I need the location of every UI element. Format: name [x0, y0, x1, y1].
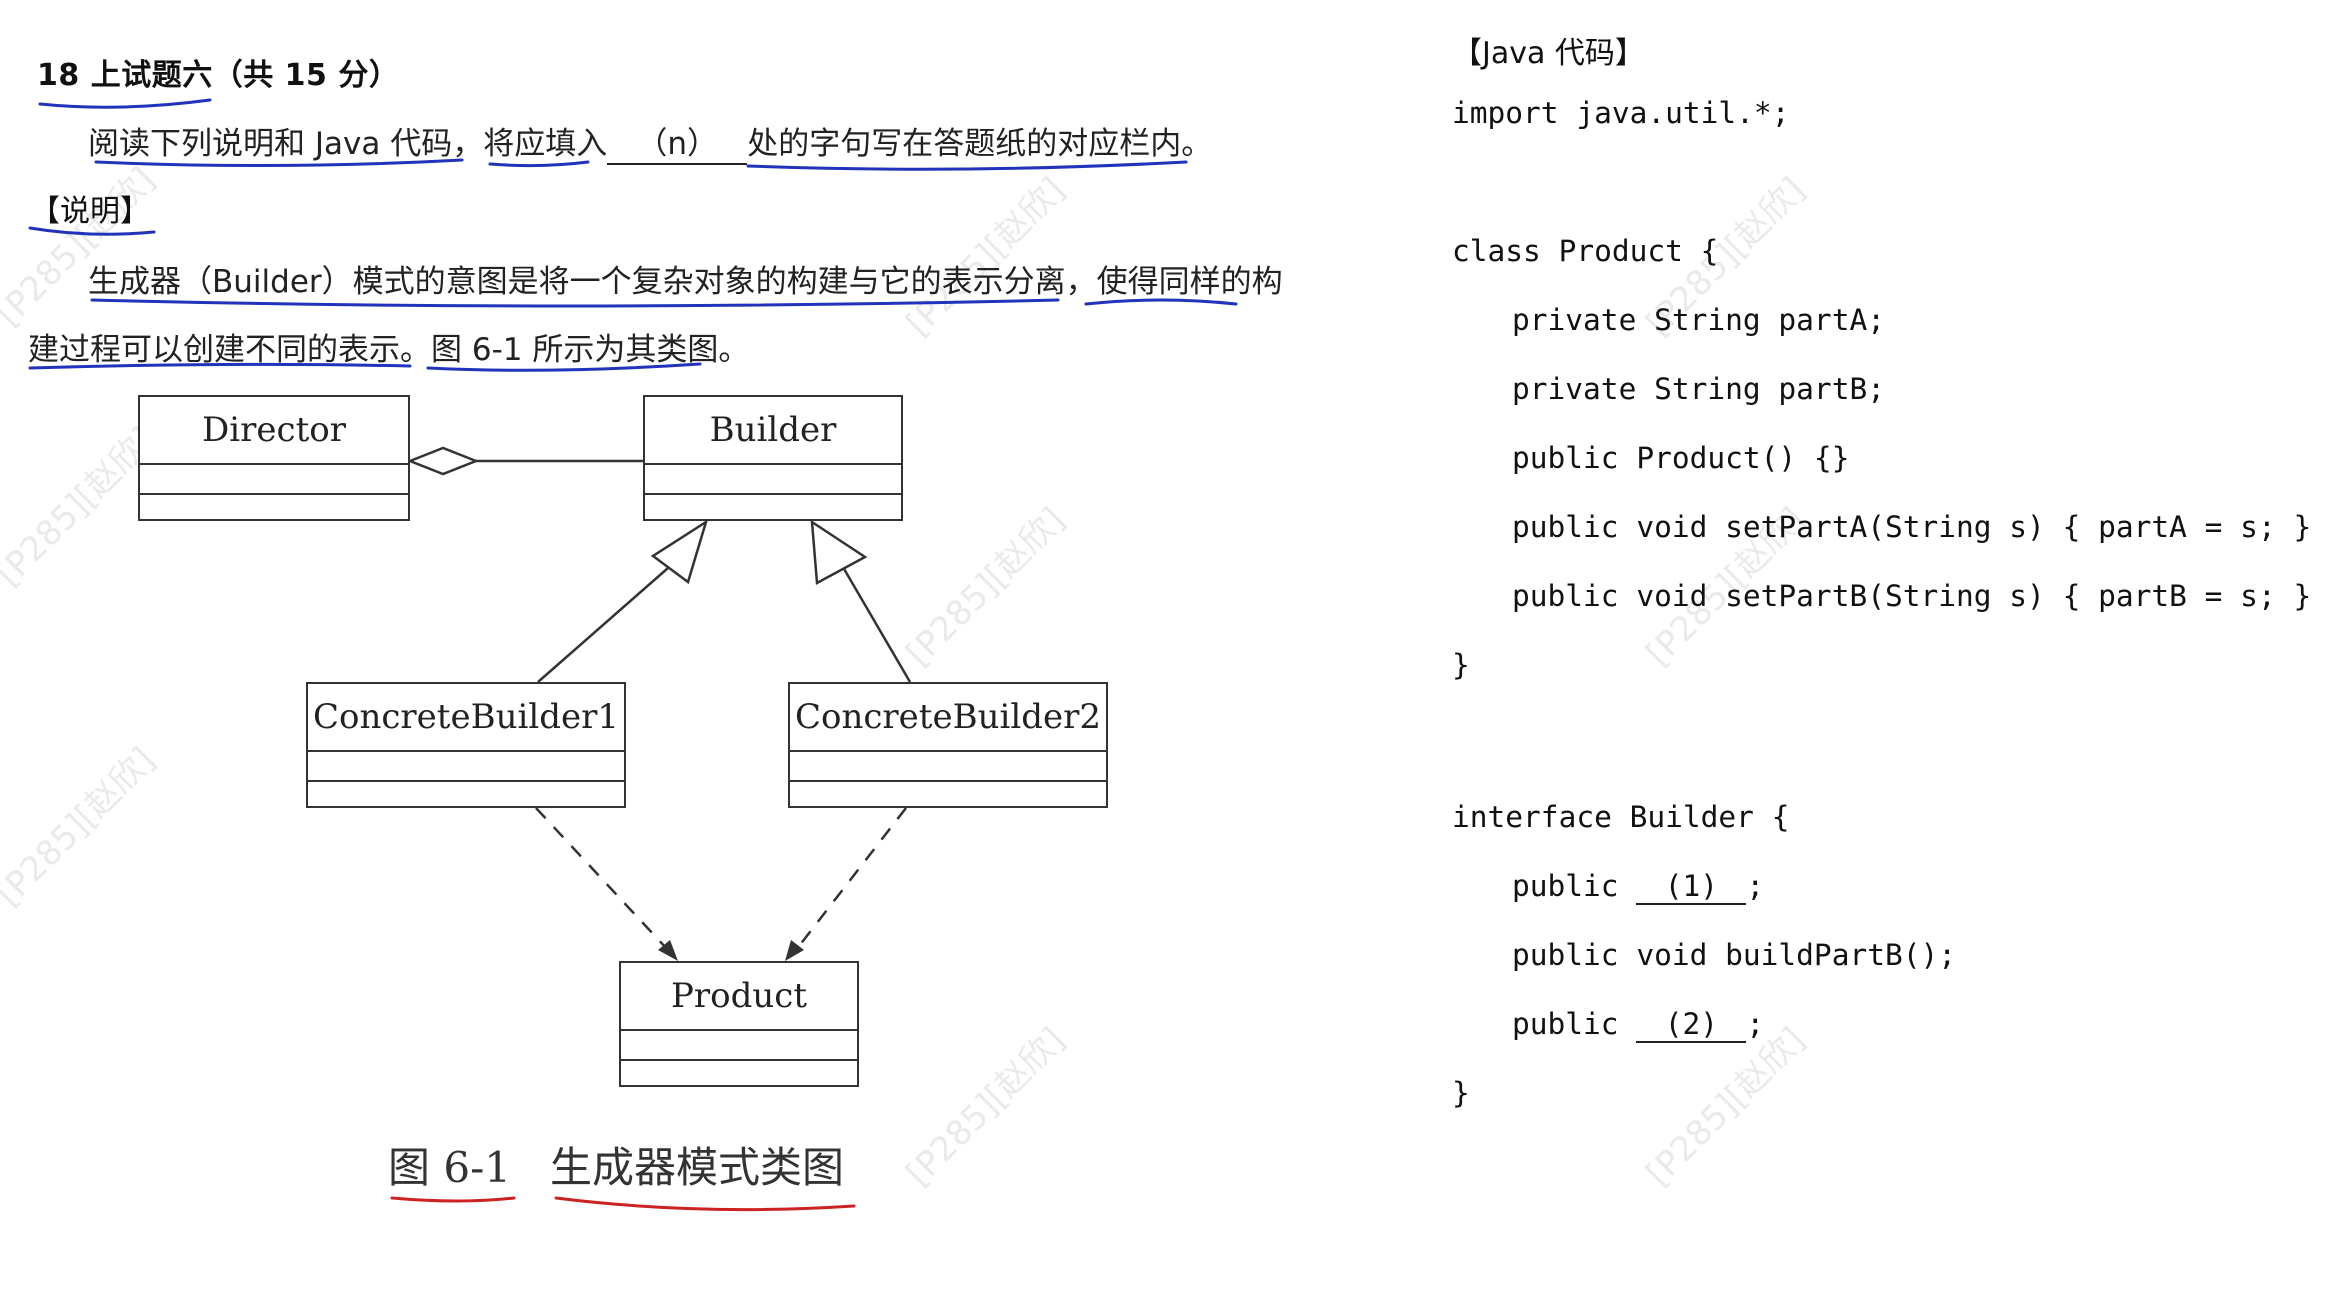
- underline-annotation: [28, 362, 412, 370]
- class-name: ConcreteBuilder1: [308, 684, 624, 752]
- figure-caption-text: 生成器模式类图: [550, 1143, 845, 1192]
- inheritance-arrow-icon: [650, 519, 709, 585]
- code-line-blank-1: public (1);: [1512, 869, 1764, 905]
- code-line: public Product() {}: [1512, 441, 1850, 475]
- attributes-compartment: [621, 1031, 857, 1061]
- inheritance-arrow-icon: [810, 519, 868, 586]
- attributes-compartment: [140, 465, 408, 495]
- question-title: 18 上试题六（共 15 分）: [37, 58, 400, 93]
- underline-annotation: [90, 298, 1060, 308]
- instruction-text-a: 阅读下列说明和 Java 代码，将应填入: [88, 126, 608, 162]
- class-name: ConcreteBuilder2: [790, 684, 1106, 752]
- code-line: public void setPartA(String s) { partA =…: [1512, 510, 2312, 544]
- code-line: public void setPartB(String s) { partB =…: [1512, 579, 2312, 613]
- uml-class-concretebuilder2: ConcreteBuilder2: [788, 682, 1108, 808]
- uml-class-director: Director: [138, 395, 410, 521]
- class-name: Director: [140, 397, 408, 465]
- attributes-compartment: [645, 465, 901, 495]
- uml-class-concretebuilder1: ConcreteBuilder1: [306, 682, 626, 808]
- answer-blank-n: （n）: [607, 118, 748, 165]
- underline-annotation: [488, 160, 590, 168]
- underline-annotation: [426, 362, 702, 372]
- aggregation-diamond-icon: [406, 446, 480, 476]
- uml-class-builder: Builder: [643, 395, 903, 521]
- dependency-arrow-icon: [658, 940, 678, 961]
- section-label-java-code: 【Java 代码】: [1452, 36, 1645, 71]
- attributes-compartment: [308, 752, 624, 782]
- underline-annotation: [38, 98, 212, 109]
- code-line: private String partB;: [1512, 372, 1885, 406]
- code-keyword: public: [1512, 869, 1619, 903]
- code-semicolon: ;: [1746, 1007, 1765, 1041]
- code-line: private String partA;: [1512, 303, 1885, 337]
- underline-annotation: [554, 1196, 856, 1212]
- underline-annotation: [94, 158, 464, 168]
- code-line: class Product {: [1452, 234, 1719, 268]
- underline-annotation: [390, 1196, 516, 1203]
- code-blank-1: (1): [1636, 869, 1747, 905]
- code-blank-2: (2): [1636, 1007, 1747, 1043]
- code-line: }: [1452, 648, 1470, 682]
- class-name: Product: [621, 963, 857, 1031]
- dependency-arrow-icon: [785, 940, 804, 961]
- code-line-blank-2: public (2);: [1512, 1007, 1764, 1043]
- code-line: }: [1452, 1076, 1470, 1110]
- underline-annotation: [746, 160, 1188, 171]
- code-keyword: public: [1512, 1007, 1619, 1041]
- attributes-compartment: [790, 752, 1106, 782]
- description-line-2: 建过程可以创建不同的表示。图 6-1 所示为其类图。: [28, 332, 750, 368]
- code-line: import java.util.*;: [1452, 96, 1790, 130]
- code-line: interface Builder {: [1452, 800, 1790, 834]
- underline-annotation: [1084, 298, 1238, 306]
- uml-class-product: Product: [619, 961, 859, 1087]
- underline-annotation: [28, 226, 156, 236]
- instruction-text-b: 处的字句写在答题纸的对应栏内。: [747, 126, 1213, 162]
- figure-caption-number: 图 6-1: [388, 1143, 511, 1192]
- code-semicolon: ;: [1746, 869, 1765, 903]
- instruction-line: 阅读下列说明和 Java 代码，将应填入（n）处的字句写在答题纸的对应栏内。: [88, 118, 1212, 165]
- section-label-description: 【说明】: [30, 194, 150, 229]
- description-line-1: 生成器（Builder）模式的意图是将一个复杂对象的构建与它的表示分离，使得同样…: [88, 264, 1283, 300]
- class-name: Builder: [645, 397, 901, 465]
- code-line: public void buildPartB();: [1512, 938, 1957, 972]
